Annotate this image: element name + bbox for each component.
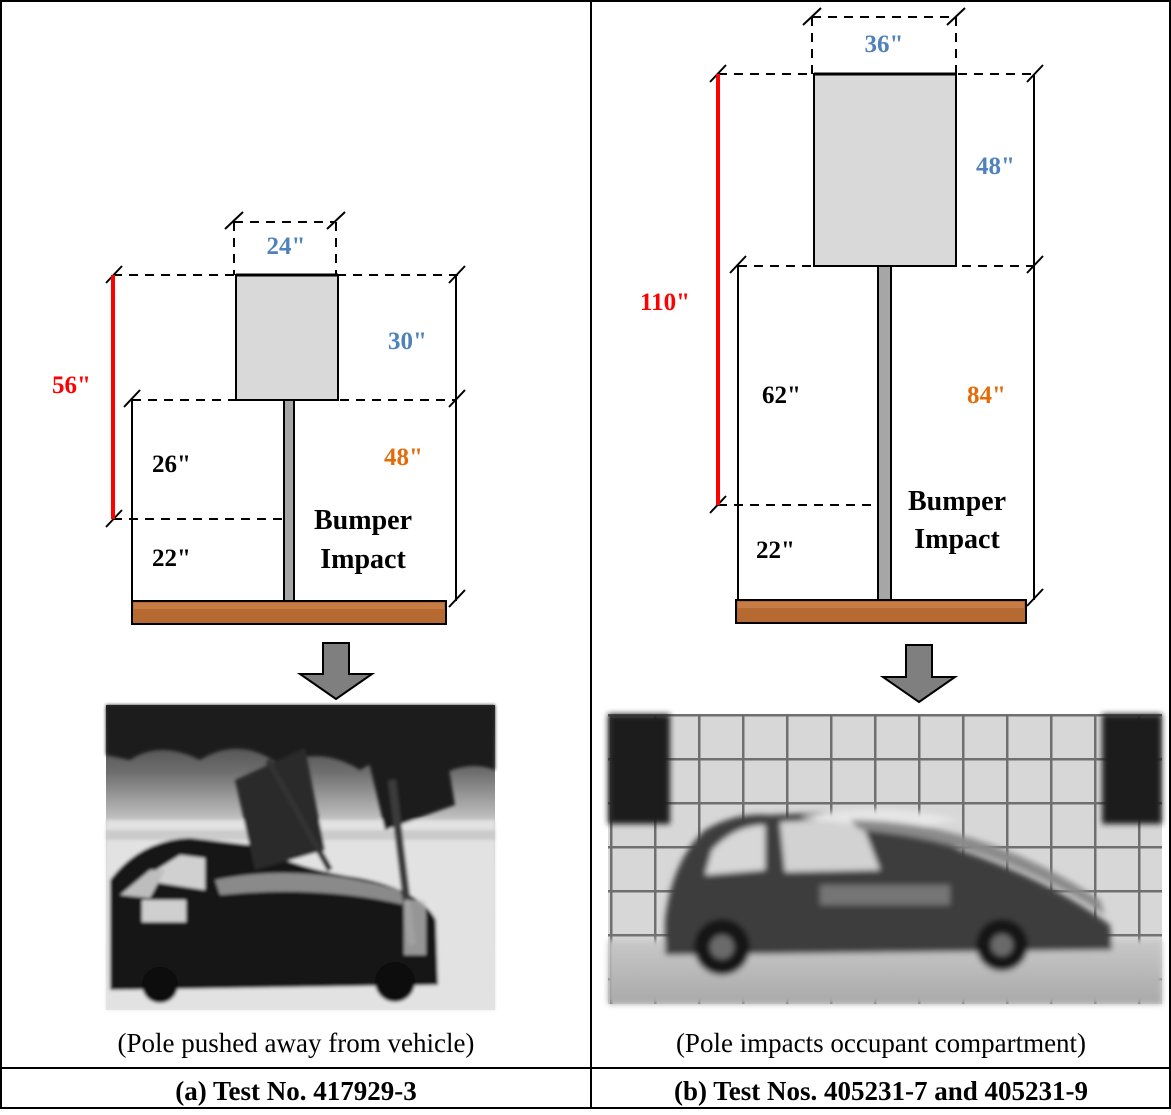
- down-arrow-icon: [296, 642, 376, 701]
- panel-b-diagram: 36" 48" 110" 62" 22" 84" Bumper Impact: [640, 7, 1044, 624]
- panel-b-total-height: 110": [640, 289, 690, 316]
- panel-b-mount-height: 84": [967, 382, 1006, 409]
- panel-b-sign: [813, 73, 957, 267]
- panel-a-pole-upper: 26": [152, 451, 191, 478]
- panel-a-footer: (a) Test No. 417929-3: [175, 1076, 417, 1106]
- panel-b-impact-label: Impact: [914, 524, 1000, 555]
- panel-b-sign-width: 36": [865, 31, 904, 58]
- panel-b-sign-height: 48": [976, 153, 1015, 180]
- panel-a-diagram: 24" 30" 56" 26" 22" 48" Bumper Impact: [52, 211, 466, 625]
- panel-a-total-height: 56": [52, 372, 91, 399]
- panel-a-pole: [283, 399, 295, 602]
- panel-b-photo-caption: (Pole impacts occupant compartment): [676, 1028, 1086, 1058]
- panel-a-sign: [235, 274, 339, 401]
- panel-b-photo: [608, 714, 1162, 1004]
- panel-b-pole-lower: 22": [756, 537, 795, 564]
- panel-a-sign-width: 24": [267, 233, 306, 260]
- panel-b-bumper-label: Bumper: [908, 486, 1006, 517]
- panel-a-photo-caption: (Pole pushed away from vehicle): [118, 1028, 475, 1058]
- panel-a-impact-label: Impact: [320, 544, 406, 575]
- panel-b-pole-upper: 62": [762, 382, 801, 409]
- panel-b-footer: (b) Test Nos. 405231-7 and 405231-9: [674, 1076, 1088, 1106]
- panel-a-sign-height: 30": [388, 328, 427, 355]
- panel-a-bumper-label: Bumper: [314, 505, 412, 536]
- panel-b-pole: [877, 265, 892, 601]
- panel-a-photo: [106, 705, 495, 1010]
- down-arrow-icon: [879, 644, 959, 704]
- panel-a-pole-lower: 22": [152, 545, 191, 572]
- panel-a-mount-height: 48": [384, 444, 423, 471]
